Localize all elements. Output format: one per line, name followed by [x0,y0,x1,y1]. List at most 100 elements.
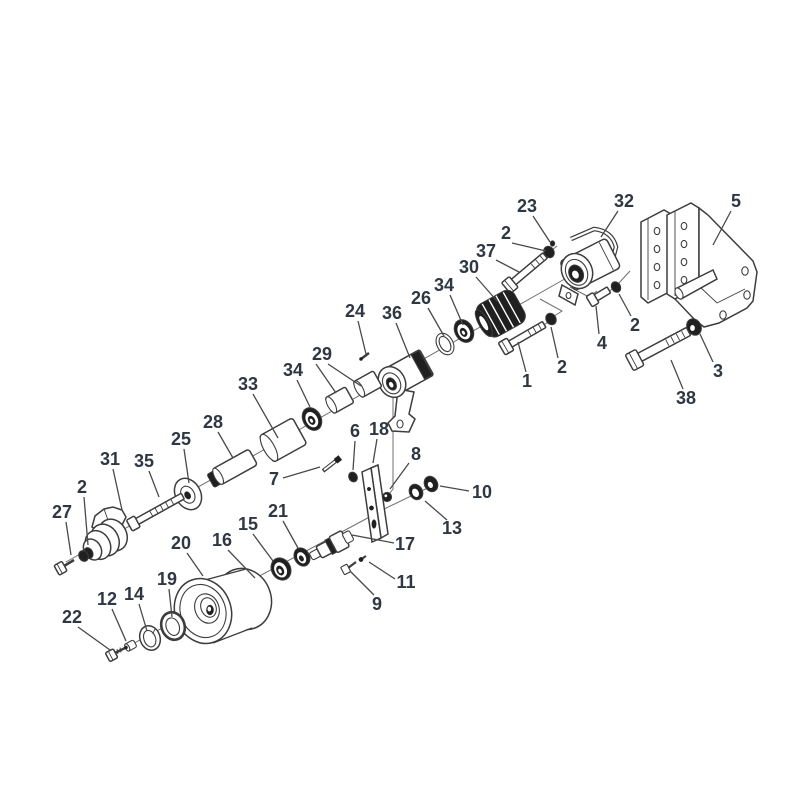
part-8-ball-stud [381,491,393,503]
bearing-face [560,252,594,290]
part-number-label-25-14: 25 [171,429,191,449]
part-38-bolt [625,327,691,371]
part-number-label-38-41: 38 [676,388,696,408]
part-number-label-8-21: 8 [411,444,421,464]
leader-line-8 [389,462,410,490]
part-25-washer [173,477,203,511]
leader-line-13 [424,500,448,521]
part-13-washer [408,483,424,501]
leader-line-21 [282,520,299,549]
part-number-label-14-31: 14 [124,584,144,604]
leader-line-15 [252,533,274,562]
part-2-nut [545,312,557,326]
part-number-label-4-38: 4 [597,333,607,353]
part-11-screw [358,555,367,562]
part-number-label-35-15: 35 [134,451,154,471]
part-number-label-6-19: 6 [350,421,360,441]
part-3-locknut [686,318,702,336]
part-10-locknut [423,475,439,493]
leader-line-19 [168,588,173,618]
leader-line-29 [327,363,362,387]
leader-line-3 [699,333,714,363]
leader-line-12 [111,608,127,642]
part-number-label-33-12: 33 [238,374,258,394]
leader-line-25 [183,448,190,484]
part-number-label-2-37: 2 [557,357,567,377]
leader-line-30 [475,276,498,302]
part-23-fitting [549,240,556,247]
part-22-screw [105,645,128,662]
part-35-threaded-rod [126,492,185,532]
part-32-cylinder-assembly [558,226,621,307]
part-number-label-20-29: 20 [171,533,191,553]
leader-line-38 [670,359,684,390]
part-26-o-ring [435,332,455,356]
part-number-label-10-23: 10 [472,482,492,502]
part-2-nut [610,281,622,293]
part-2-nut [78,550,89,562]
part-36-pivot-housing [377,349,434,433]
part-1-bolt [498,321,547,356]
part-20-roller-wheel [173,567,273,645]
part-5-mounting-bracket [640,202,758,328]
part-number-label-7-22: 7 [269,469,279,489]
leader-line-2 [83,496,89,546]
part-9-screw [340,561,357,576]
leader-line-35 [148,470,160,498]
part-number-label-18-20: 18 [369,419,389,439]
part-number-label-32-1: 32 [614,191,634,211]
leader-line-32 [600,210,619,238]
leader-line-26 [427,307,445,337]
leader-line-34 [296,379,311,408]
part-33-spacer [259,417,307,463]
leader-line-7 [282,466,321,479]
leader-line-34 [449,294,464,326]
leader-line-14 [138,603,148,632]
part-number-label-15-27: 15 [238,514,258,534]
leader-line-22 [77,626,111,651]
part-number-label-34-11: 34 [283,360,303,380]
part-number-label-31-16: 31 [100,449,120,469]
leader-line-20 [186,552,204,577]
part-number-label-2-3: 2 [501,223,511,243]
part-number-label-30-5: 30 [459,257,479,277]
part-number-label-29-10: 29 [312,344,332,364]
leader-line-28 [217,431,234,459]
part-number-label-26-7: 26 [411,288,431,308]
leader-line-27 [65,521,72,556]
leader-line-17 [351,534,395,544]
leader-line-37 [495,259,520,273]
part-29-bushings [325,370,383,414]
leader-line-2 [511,242,547,252]
part-number-label-28-13: 28 [203,412,223,432]
part-4-bolt [585,286,612,308]
part-number-label-22-33: 22 [62,607,82,627]
part-number-label-37-4: 37 [476,241,496,261]
part-number-label-16-28: 16 [212,530,232,550]
part-number-label-24-9: 24 [345,301,365,321]
leader-line-24 [357,320,367,355]
part-17-stepped-shaft [309,530,354,561]
leader-line-33 [252,393,279,439]
part-2-nut [543,245,555,259]
part-27-bolt [53,558,75,576]
part-18-bracket-plate [361,463,389,544]
part-number-label-21-26: 21 [268,501,288,521]
part-15-bearing [270,557,292,581]
leader-line-9 [349,570,375,596]
part-19-bearing-ring [159,610,187,642]
part-7-pin [321,455,343,473]
part-31-cam-hub [82,506,129,561]
part-number-label-2-17: 2 [77,477,87,497]
leader-line-5 [712,210,732,246]
part-number-label-36-8: 36 [382,303,402,323]
leader-line-2 [550,326,559,359]
part-34-ring [301,407,323,431]
part-28-roller-pin [207,449,258,488]
part-number-label-27-18: 27 [52,502,72,522]
leader-line-2 [618,293,632,317]
part-number-label-13-24: 13 [442,518,462,538]
leader-line-29 [315,363,337,394]
leader-line-16 [227,549,256,579]
